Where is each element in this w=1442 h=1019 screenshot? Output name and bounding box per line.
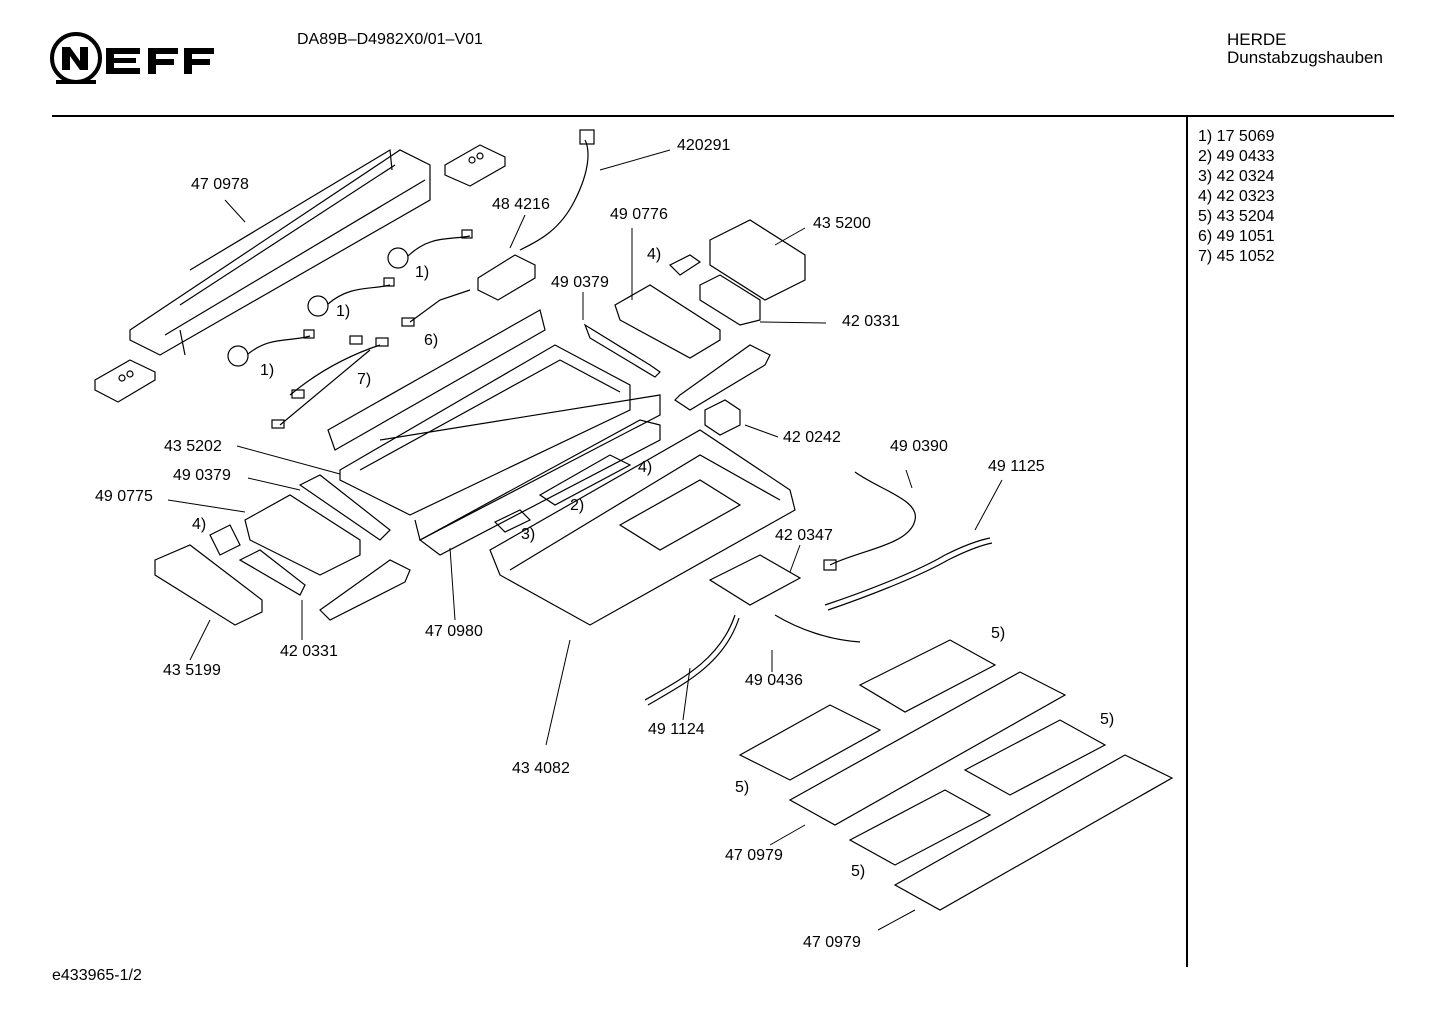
part-number-label: 49 1125 [988, 458, 1045, 475]
leader-lines [167, 149, 1003, 931]
tray-part [489, 429, 796, 626]
legend-divider [1186, 117, 1188, 967]
part-number-label: 47 0978 [191, 176, 249, 193]
legend-item: 4) 42 0323 [1198, 188, 1275, 205]
part-number-label: 42 0331 [280, 643, 338, 660]
neff-logo [50, 32, 214, 84]
part-number-label: 43 4082 [512, 760, 570, 777]
legend-item: 7) 45 1052 [1198, 248, 1275, 265]
cable-part [644, 471, 993, 706]
part-number-label: 49 0436 [745, 672, 803, 689]
part-number-label: 47 0979 [803, 934, 861, 951]
end-cap-part [94, 144, 506, 403]
callout-label: 1) [415, 264, 430, 281]
callout-label: 3) [521, 526, 536, 543]
callout-label: 6) [424, 332, 439, 349]
callout-label: 7) [357, 371, 372, 388]
part-number-label: 49 0379 [551, 274, 609, 291]
category-title: HERDE [1227, 30, 1287, 49]
part-number-label: 47 0980 [425, 623, 483, 640]
legend-item: 1) 17 5069 [1198, 128, 1275, 145]
ballast-part [401, 129, 595, 327]
legend-item: 5) 43 5204 [1198, 208, 1275, 225]
filter-part [738, 639, 1174, 911]
callout-label: 4) [647, 246, 662, 263]
part-number-label: 43 5202 [164, 438, 222, 455]
callout-label: 1) [260, 362, 275, 379]
category-subtitle: Dunstabzugshauben [1227, 48, 1383, 67]
model-code: DA89B–D4982X0/01–V01 [297, 31, 483, 48]
callout-label: 5) [735, 779, 750, 796]
callout-label: 4) [192, 516, 207, 533]
part-number-label: 43 5200 [813, 215, 871, 232]
callout-label: 1) [336, 303, 351, 320]
part-number-label: 42 0347 [775, 527, 833, 544]
part-number-label: 43 5199 [163, 662, 221, 679]
header-divider [52, 115, 1394, 117]
part-number-label: 49 0776 [610, 206, 668, 223]
callout-label: 5) [851, 863, 866, 880]
cover-part [709, 219, 806, 301]
callout-label: 2) [570, 497, 585, 514]
exploded-parts-drawing [94, 129, 1174, 931]
document-id: e433965-1/2 [52, 967, 142, 984]
wiring-part [271, 335, 389, 429]
part-number-label: 49 0390 [890, 438, 948, 455]
part-number-label: 42 0242 [783, 429, 841, 446]
part-number-label: 49 1124 [648, 721, 705, 738]
callout-label: 5) [1100, 711, 1115, 728]
legend-item: 6) 49 1051 [1198, 228, 1275, 245]
lamp-part [227, 229, 473, 367]
callout-label: 5) [991, 625, 1006, 642]
part-number-label: 420291 [677, 137, 731, 154]
part-number-label: 49 0379 [173, 467, 231, 484]
pcb-part [708, 554, 802, 606]
left-module-part [154, 419, 661, 626]
legend-item: 3) 42 0324 [1198, 168, 1275, 185]
part-number-label: 49 0775 [95, 488, 153, 505]
bracket-part [583, 323, 661, 378]
part-number-label: 48 4216 [492, 196, 550, 213]
legend-item: 2) 49 0433 [1198, 148, 1275, 165]
housing-part [327, 309, 661, 541]
part-number-label: 47 0979 [725, 847, 783, 864]
parts-legend: 1) 17 5069 2) 49 0433 3) 42 0324 4) 42 0… [1198, 127, 1275, 267]
side-bracket-part [674, 344, 771, 411]
switch-part [704, 399, 741, 436]
top-rail-part [129, 148, 431, 356]
control-module-part [614, 254, 761, 359]
part-number-label: 42 0331 [842, 313, 900, 330]
callout-label: 4) [638, 459, 653, 476]
